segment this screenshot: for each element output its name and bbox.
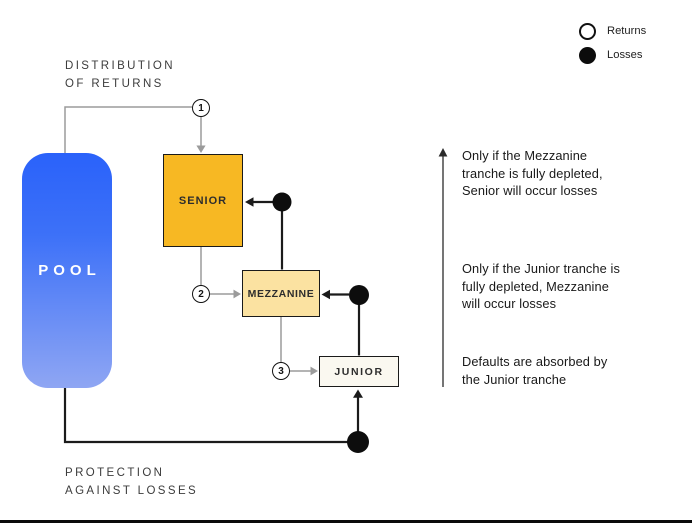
legend-losses-label: Losses: [607, 49, 643, 61]
junior-loss-annotation: Defaults are absorbed by the Junior tran…: [462, 353, 674, 388]
legend-returns-row: Returns: [579, 22, 646, 40]
mezzanine-note-line3: will occur losses: [462, 296, 557, 312]
step-1-badge: 1: [192, 99, 210, 117]
arrowhead-up-junior: [353, 389, 363, 398]
returns-circle-icon: [579, 22, 596, 40]
arrowhead-up-seniority: [438, 148, 448, 157]
junior-note-line2: the Junior tranche: [462, 371, 567, 387]
pool-label: POOL: [38, 262, 101, 279]
pool-protection-line: [63, 388, 358, 444]
loss-dots: [272, 192, 369, 453]
seniority-direction-arrow: [438, 148, 448, 387]
pool-box: POOL: [22, 153, 112, 388]
arrowhead-left-mezzanine: [321, 289, 330, 300]
pool-to-step1-line: [64, 106, 192, 153]
arrowhead-down-senior: [196, 145, 206, 153]
senior-tranche-label: SENIOR: [178, 194, 228, 207]
senior-note-line1: Only if the Mezzanine: [462, 148, 588, 163]
loss-dot-junior: [347, 431, 369, 453]
junior-tranche-label: JUNIOR: [334, 365, 384, 378]
mezzanine-tranche-label: MEZZANINE: [247, 287, 315, 300]
losses-flow-lines: [63, 200, 361, 444]
returns-arrowheads: [196, 145, 318, 376]
bottom-border-line: [0, 520, 692, 523]
distribution-of-returns-label: DISTRIBUTION OF RETURNS: [65, 57, 175, 93]
step-3-badge: 3: [272, 362, 290, 380]
senior-note-line2: tranche is fully depleted,: [462, 165, 603, 181]
loss-dot-senior: [272, 192, 292, 212]
junior-tranche-box: JUNIOR: [319, 356, 399, 387]
protection-label-line1: PROTECTION: [65, 467, 165, 479]
mezzanine-note-line1: Only if the Junior tranche is: [462, 261, 620, 276]
losses-circle-icon: [579, 46, 596, 64]
losses-arrowheads: [245, 197, 363, 398]
loss-dot-mezzanine: [349, 285, 369, 305]
step-2-badge: 2: [192, 285, 210, 303]
legend-returns-label: Returns: [607, 25, 647, 37]
arrowhead-left-senior: [245, 197, 254, 207]
protection-label-line2: AGAINST LOSSES: [65, 485, 199, 497]
mezzanine-note-line2: fully depleted, Mezzanine: [462, 278, 609, 294]
returns-flow-lines: [64, 106, 312, 372]
mezzanine-loss-annotation: Only if the Junior tranche is fully depl…: [462, 260, 674, 313]
mezzanine-tranche-box: MEZZANINE: [242, 270, 320, 317]
senior-loss-annotation: Only if the Mezzanine tranche is fully d…: [462, 147, 674, 200]
junior-note-line1: Defaults are absorbed by: [462, 354, 608, 369]
legend: Returns Losses: [579, 22, 646, 70]
distribution-label-line2: OF RETURNS: [65, 78, 164, 90]
senior-tranche-box: SENIOR: [163, 154, 243, 247]
arrowhead-right-mezzanine: [233, 289, 241, 299]
legend-losses-row: Losses: [579, 46, 646, 64]
arrowhead-right-junior: [310, 366, 318, 376]
senior-note-line3: Senior will occur losses: [462, 183, 598, 199]
protection-against-losses-label: PROTECTION AGAINST LOSSES: [65, 464, 198, 500]
distribution-label-line1: DISTRIBUTION: [65, 60, 175, 72]
